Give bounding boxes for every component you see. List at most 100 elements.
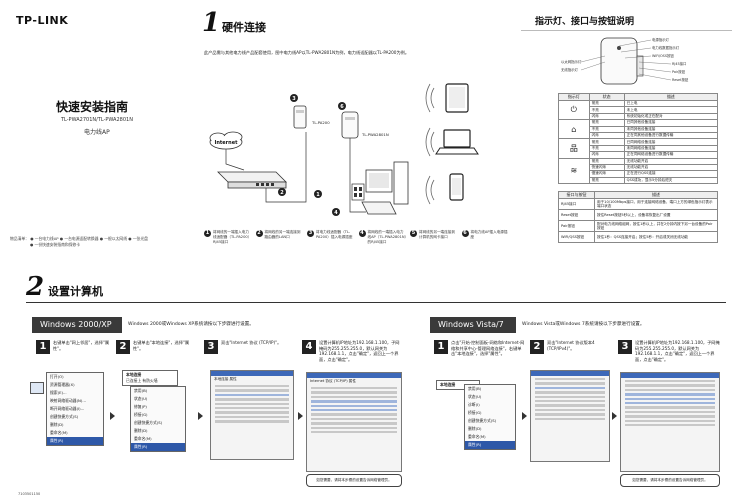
menu-item[interactable]: 资源管理器(X)	[50, 382, 75, 387]
connection-title: 本地连接	[126, 372, 142, 377]
tablet-icon	[445, 83, 469, 113]
step-text: 设置计算机IP地址为192.168.1.100，子网掩码为255.255.255…	[635, 340, 720, 362]
step-text: 将电力线AP插入电源插座	[470, 230, 508, 239]
vista-step: 2 双击"Internet 协议版本4 (TCP/IPv4)"。	[530, 340, 614, 354]
dialog-title: 本地连接 属性	[214, 377, 237, 381]
menu-item[interactable]: 打开(O)	[50, 374, 64, 379]
dialog-titlebar	[211, 371, 293, 376]
svg-text:1: 1	[316, 192, 320, 198]
menu-item[interactable]: 删除(D)	[468, 426, 482, 431]
menu-item[interactable]: 创建快捷方式(S)	[468, 418, 497, 423]
cover-panel: TP-LINK 快速安装指南 TL-PWA2701N/TL-PWA2801N 电…	[6, 6, 189, 254]
menu-item[interactable]: 重命名(M)	[50, 430, 68, 435]
network-places-icon[interactable]	[30, 382, 44, 394]
callout-label: WiFi/OSS按钮	[652, 53, 674, 58]
menu-item[interactable]: 重命名(M)	[134, 436, 152, 441]
xp-ip-dialog: Internet 协议 (TCP/IP) 属性	[306, 372, 402, 472]
package-item: 一根以太网线	[104, 236, 128, 241]
powerline-ap-device-icon	[600, 37, 644, 85]
callout-label: Reset按钮	[672, 77, 689, 82]
xp-local-connection[interactable]: 本地连接 已连接上 有防火墙	[122, 370, 178, 386]
menu-item[interactable]: 搜索(E)...	[50, 390, 67, 395]
xp-step: 1 右键单击"网上邻居"，选择"属性"。	[36, 340, 110, 354]
menu-item-properties[interactable]: 属性(R)	[465, 441, 515, 449]
arrow-right-icon	[298, 412, 303, 420]
powerline-adapter-icon	[293, 105, 307, 129]
step-text: 将网线的另一端连接到计算机的网卡接口	[419, 230, 455, 239]
wireless-icon: ≋	[558, 157, 590, 185]
menu-item[interactable]: 断开网络驱动器(I)...	[50, 406, 85, 411]
step-number: 5	[410, 230, 417, 237]
arrow-right-icon	[522, 412, 527, 420]
xp-context-menu: 打开(O) 资源管理器(X) 搜索(E)... 映射网络驱动器(N)... 断开…	[46, 372, 104, 446]
port-desc: 用于10/100Mbps接口，用于连接网络设备，端口上方的绿色指示灯表示端口状态	[594, 198, 718, 210]
menu-item[interactable]: 重命名(M)	[468, 434, 486, 439]
step-number: 3	[307, 230, 314, 237]
port-table: 接口与按钮 描述 RJ45接口用于10/100Mbps接口，用于连接网络设备，端…	[558, 191, 718, 243]
callout-label: 以太网指示灯	[561, 59, 582, 64]
step-number: 4	[302, 340, 316, 354]
divider	[26, 302, 726, 303]
menu-item-properties[interactable]: 属性(R)	[131, 443, 185, 451]
menu-item[interactable]: 状态(U)	[134, 396, 148, 401]
menu-item[interactable]: 禁用(B)	[134, 388, 148, 393]
step-text: 将网线的一端插入电力线AP（TL-PWA2801N）的RJ45接口	[367, 230, 407, 244]
power-socket-icon	[351, 183, 365, 201]
internet-cloud-icon	[209, 131, 243, 150]
menu-item[interactable]: 创建快捷方式(S)	[50, 414, 79, 419]
menu-item[interactable]: 删除(D)	[50, 422, 64, 427]
power-icon: ⏻	[558, 99, 590, 121]
powerline-ap-icon	[341, 111, 359, 139]
menu-item[interactable]: 删除(D)	[134, 428, 148, 433]
menu-item[interactable]: 映射网络驱动器(N)...	[50, 398, 87, 403]
step-number: 2	[116, 340, 130, 354]
svg-text:4: 4	[334, 210, 338, 216]
port-header: 接口与按钮	[558, 191, 595, 199]
ap-label: TL-PWA2801N	[361, 132, 389, 137]
menu-item[interactable]: 创建快捷方式(S)	[134, 420, 163, 425]
port-name: RJ45接口	[558, 198, 595, 210]
menu-item[interactable]: 禁用(B)	[468, 386, 482, 391]
vista-connection-dialog	[530, 370, 610, 462]
connection-status: 已连接上 有防火墙	[126, 378, 158, 383]
dialog-titlebar	[531, 371, 609, 376]
menu-item[interactable]: 桥接(G)	[134, 412, 148, 417]
indicator-title: 指示灯、接口与按钮说明	[535, 17, 635, 27]
package-item: 一份快速安装指南和保修卡	[34, 242, 81, 247]
xp-step: 3 双击"Internet 协议 (TCP/IP)"。	[204, 340, 296, 354]
port-header: 描述	[594, 191, 718, 199]
xp-connection-dialog: 本地连接 属性	[210, 370, 294, 460]
step-number: 1	[204, 230, 211, 237]
menu-item-properties[interactable]: 属性(R)	[47, 437, 103, 445]
vista-band: Windows Vista/7	[430, 317, 516, 333]
port-desc: 按住1秒：QSS连接开启；按住5秒：开启或关闭无线功能	[594, 231, 718, 243]
led-header: 指示灯	[558, 93, 590, 101]
led-header: 描述	[623, 93, 719, 101]
menu-item[interactable]: 状态(U)	[468, 394, 482, 399]
led-table: 指示灯 状态 描述 ⏻ 常亮 已上电 不亮未上电 闪烁系统初始化或正在配对 ⌂ …	[558, 93, 719, 185]
xp-band: Windows 2000/XP	[32, 317, 122, 333]
menu-item[interactable]: 诊断(I)	[468, 402, 480, 407]
menu-item[interactable]: 桥接(G)	[468, 410, 482, 415]
package-contents: 物品清单： ● 一台电力线AP ● 一台电源适配转换器 ● 一根以太网线 ● 一…	[10, 236, 190, 248]
step-number: 2	[530, 340, 544, 354]
menu-item[interactable]: 修复(P)	[134, 404, 147, 409]
svg-text:2: 2	[280, 190, 284, 196]
xp-step: 4 设置计算机IP地址为192.168.1.100，子网掩码为255.255.2…	[302, 340, 402, 362]
step-number: 3	[204, 340, 218, 354]
callout-label: Pair按钮	[672, 69, 686, 74]
svg-text:3: 3	[292, 96, 296, 102]
step-number: 4	[358, 230, 366, 237]
step-text: 右键单击"本地连接"，选择"属性"。	[133, 340, 190, 351]
connection-title: 本地连接	[440, 382, 456, 387]
guide-subtitle: 电力线AP	[84, 129, 110, 136]
wireless-signal-icon	[425, 83, 435, 205]
adapter-label: TL-PA200	[311, 120, 330, 125]
led-desc: QSS成功，显示5分钟后熄灭	[623, 176, 719, 185]
section-number: 2	[26, 272, 45, 302]
led-desc: 已同其他设备连接	[623, 119, 719, 127]
